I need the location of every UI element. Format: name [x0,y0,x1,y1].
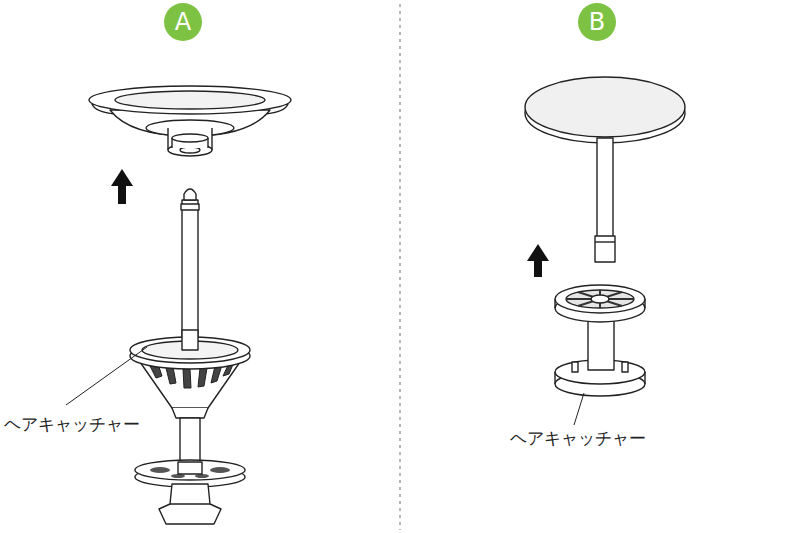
panel-badge: A [164,3,202,41]
part-name: ヘアキャッチャー [2,414,142,434]
plug-a [135,418,245,524]
panel-divider [399,4,400,530]
leader-line [574,393,584,425]
cap-b [525,77,685,262]
up-arrow-b [527,244,549,277]
leader-line [66,347,147,405]
rod-a [181,189,199,360]
hair-catcher-a [130,330,250,418]
part-name: ヘアキャッチャー [508,428,648,448]
cap-a [89,86,291,156]
panel-letter: A [175,10,191,34]
panel-badge: B [578,3,616,41]
up-arrow-a [111,169,133,204]
panel-letter: B [589,10,605,34]
hair-catcher-b [555,285,645,396]
